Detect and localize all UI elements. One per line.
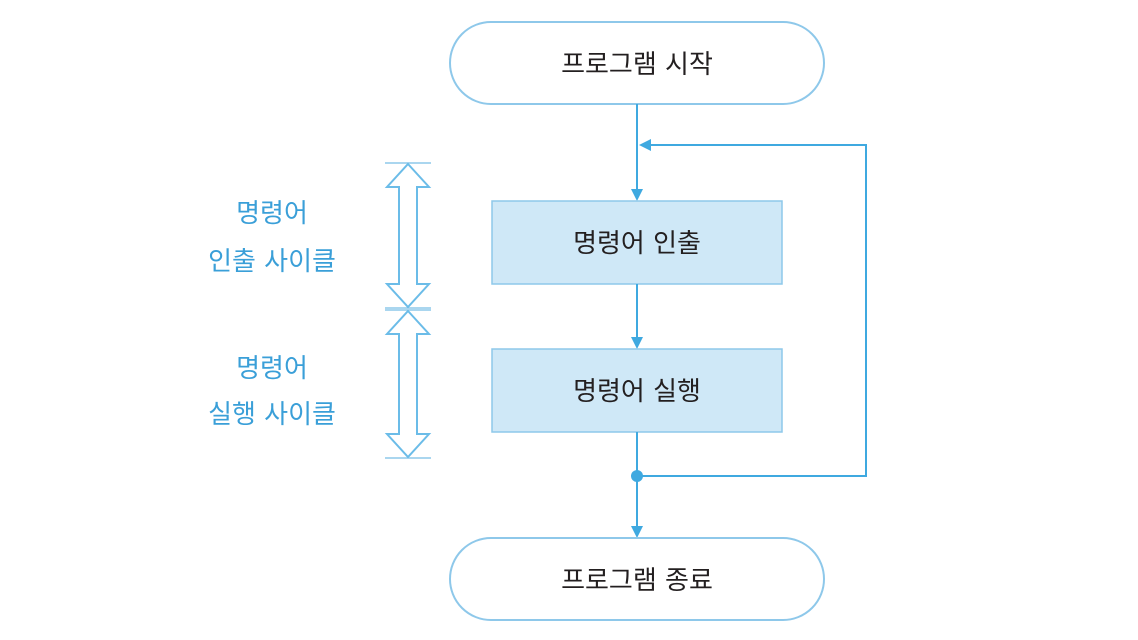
fetch-cycle-label-line1: 명령어: [236, 199, 308, 229]
execute-cycle-label-line1: 명령어: [236, 354, 308, 384]
fetch-box: [491, 200, 783, 285]
fetch-cycle-bracket: [384, 162, 432, 309]
loop-back-path: [637, 139, 867, 477]
end-terminal-label: 프로그램 종료: [561, 566, 713, 596]
fetch-cycle-label-line2: 인출 사이클: [208, 247, 336, 277]
execute-cycle-bracket: [384, 309, 432, 459]
execute-box-label: 명령어 실행: [573, 377, 701, 407]
execute-cycle-label-line2: 실행 사이클: [208, 400, 336, 430]
start-terminal-label: 프로그램 시작: [561, 50, 713, 80]
fetch-box-label: 명령어 인출: [573, 229, 701, 259]
end-terminal: [449, 537, 825, 621]
